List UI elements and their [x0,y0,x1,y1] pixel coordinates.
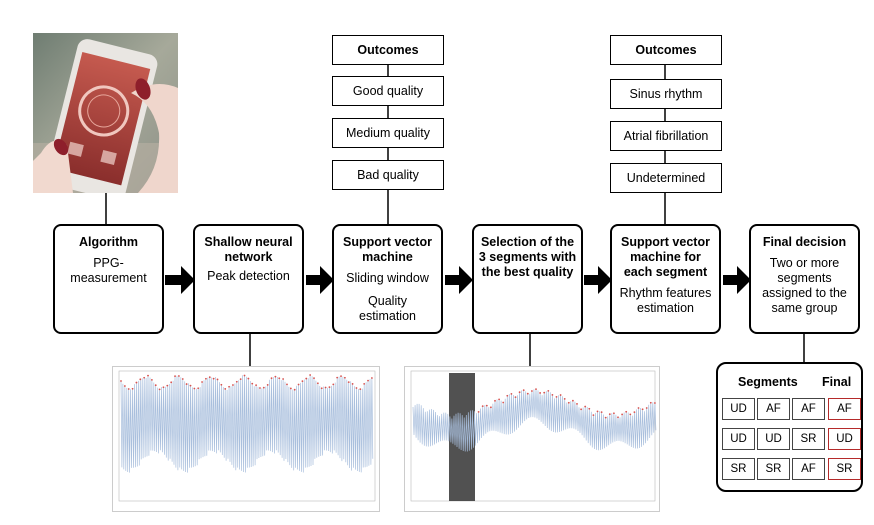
segments-row: UD AF AF AF [718,398,865,424]
segments-row: UD UD SR UD [718,428,865,454]
segment-selection-plot [404,366,660,512]
step-text-line: Quality estimation [359,294,416,323]
step-svm-quality: Support vector machine Sliding window Qu… [332,224,443,334]
rhythm-outcome-undetermined: Undetermined [610,163,722,193]
right-arrow-icon [445,266,473,294]
step-final-decision: Final decision Two or more segments assi… [749,224,860,334]
segment-cell: UD [757,428,790,450]
quality-outcome-bad: Bad quality [332,160,444,190]
final-cell: UD [828,428,861,450]
right-arrow-icon [723,266,751,294]
right-arrow-icon [584,266,612,294]
rhythm-outcome-sinus: Sinus rhythm [610,79,722,109]
segments-column-header: Segments [738,375,798,389]
step-algorithm: Algorithm PPG- measurement [53,224,164,334]
right-arrow-icon [165,266,195,294]
step-svm-rhythm: Support vector machine for each segment … [610,224,721,334]
segment-cell: AF [792,458,825,480]
step-shallow-network: Shallow neural network Peak detection [193,224,304,334]
final-column-header: Final [822,375,852,389]
segments-row: SR SR AF SR [718,458,865,484]
segment-cell: SR [792,428,825,450]
segment-cell: UD [722,398,755,420]
step-title: Support vector machine [343,235,432,264]
smartphone-photo [33,33,178,193]
step-title: Support vector machine for each segment [621,235,710,279]
segment-cell: AF [757,398,790,420]
step-text-line: PPG- [93,256,124,270]
final-cell: AF [828,398,861,420]
quality-outcome-medium: Medium quality [332,118,444,148]
peak-detection-plot [112,366,380,512]
segment-cell: SR [722,458,755,480]
rhythm-outcome-af: Atrial fibrillation [610,121,722,151]
step-selection: Selection of the 3 segments with the bes… [472,224,583,334]
step-text-line: Rhythm features estimation [619,286,712,315]
quality-outcome-good: Good quality [332,76,444,106]
segment-cell: UD [722,428,755,450]
step-title: Shallow neural network [204,235,293,264]
step-text-line: measurement [70,271,147,285]
step-title: Algorithm [78,235,139,249]
step-text-line: Two or more segments assigned to the sam… [762,256,847,315]
smartphone-in-hand-icon [33,33,178,193]
quality-outcomes-header: Outcomes [332,35,444,65]
right-arrow-icon [306,266,334,294]
segment-cell: AF [792,398,825,420]
peak-detection-signal [118,370,376,502]
step-text: PPG- measurement [55,256,162,286]
step-text-line: Peak detection [207,269,290,283]
step-text-line: Sliding window [346,271,429,285]
segment-selection-signal [410,370,657,502]
final-cell: SR [828,458,861,480]
segments-panel: Segments Final UD AF AF AF UD UD SR UD S… [716,362,863,492]
step-title: Selection of the 3 segments with the bes… [478,235,577,279]
segment-cell: SR [757,458,790,480]
rhythm-outcomes-header: Outcomes [610,35,722,65]
step-title: Final decision [762,235,847,249]
